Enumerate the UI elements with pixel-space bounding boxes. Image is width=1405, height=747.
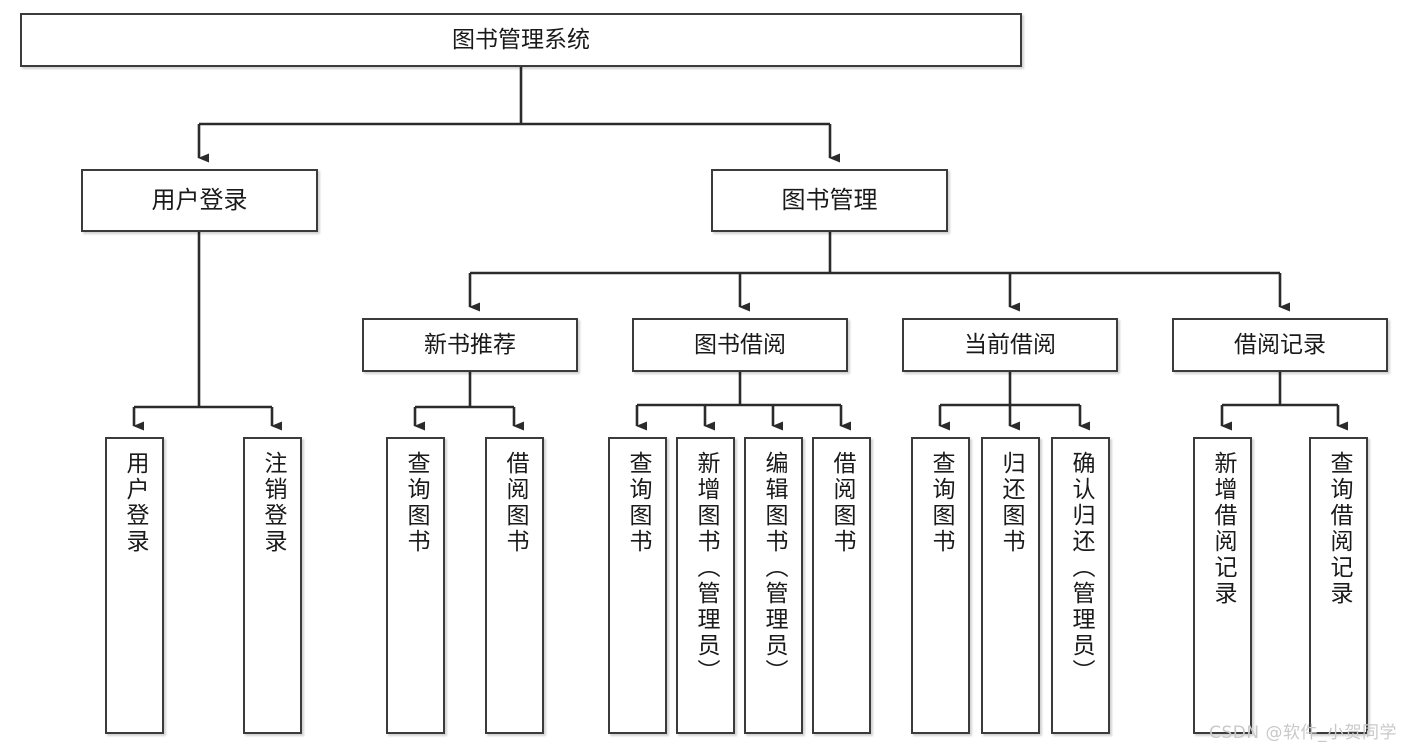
- leaf-borrow-query-book-label: 查询图书: [625, 451, 651, 555]
- leaf-user-login-login[interactable]: 用户登录: [105, 437, 164, 734]
- node-new-book-recommend-label: 新书推荐: [424, 331, 516, 358]
- leaf-recommend-query-book-label: 查询图书: [403, 451, 429, 555]
- leaf-current-confirm-return-admin[interactable]: 确认归还（管理员）: [1051, 437, 1110, 734]
- leaf-borrow-query-book[interactable]: 查询图书: [608, 437, 667, 734]
- node-user-login[interactable]: 用户登录: [81, 169, 318, 232]
- node-borrow-record[interactable]: 借阅记录: [1172, 318, 1388, 372]
- leaf-record-query-record[interactable]: 查询借阅记录: [1309, 437, 1368, 734]
- leaf-recommend-query-book[interactable]: 查询图书: [386, 437, 445, 734]
- leaf-current-confirm-return-admin-label: 确认归还（管理员）: [1068, 451, 1094, 685]
- leaf-current-query-book[interactable]: 查询图书: [911, 437, 970, 734]
- leaf-borrow-add-book-admin[interactable]: 新增图书（管理员）: [676, 437, 735, 734]
- leaf-recommend-borrow-book-label: 借阅图书: [502, 451, 528, 555]
- leaf-record-add-record[interactable]: 新增借阅记录: [1193, 437, 1252, 734]
- node-user-login-label: 用户登录: [151, 185, 248, 214]
- leaf-user-login-login-label: 用户登录: [122, 451, 148, 555]
- leaf-current-query-book-label: 查询图书: [928, 451, 954, 555]
- leaf-current-return-book-label: 归还图书: [998, 451, 1024, 555]
- leaf-borrow-edit-book-admin[interactable]: 编辑图书（管理员）: [744, 437, 803, 734]
- leaf-borrow-add-book-admin-label: 新增图书（管理员）: [693, 451, 719, 685]
- leaf-recommend-borrow-book[interactable]: 借阅图书: [485, 437, 544, 734]
- node-current-borrow[interactable]: 当前借阅: [902, 318, 1118, 372]
- node-borrow-record-label: 借阅记录: [1234, 331, 1326, 358]
- node-root-label: 图书管理系统: [452, 26, 590, 53]
- leaf-record-add-record-label: 新增借阅记录: [1210, 451, 1236, 607]
- leaf-record-query-record-label: 查询借阅记录: [1326, 451, 1352, 607]
- node-book-management[interactable]: 图书管理: [711, 169, 948, 232]
- node-root[interactable]: 图书管理系统: [20, 13, 1022, 67]
- leaf-borrow-borrow-book-label: 借阅图书: [829, 451, 855, 555]
- node-book-borrow-label: 图书借阅: [694, 331, 786, 358]
- leaf-borrow-borrow-book[interactable]: 借阅图书: [812, 437, 871, 734]
- leaf-current-return-book[interactable]: 归还图书: [981, 437, 1040, 734]
- leaf-user-login-logout[interactable]: 注销登录: [243, 437, 302, 734]
- node-new-book-recommend[interactable]: 新书推荐: [362, 318, 578, 372]
- csdn-watermark: CSDN @软件_小贺同学: [1209, 723, 1397, 743]
- leaf-user-login-logout-label: 注销登录: [260, 451, 286, 555]
- node-book-management-label: 图书管理: [781, 185, 878, 214]
- node-book-borrow[interactable]: 图书借阅: [632, 318, 848, 372]
- leaf-borrow-edit-book-admin-label: 编辑图书（管理员）: [761, 451, 787, 685]
- node-current-borrow-label: 当前借阅: [964, 331, 1056, 358]
